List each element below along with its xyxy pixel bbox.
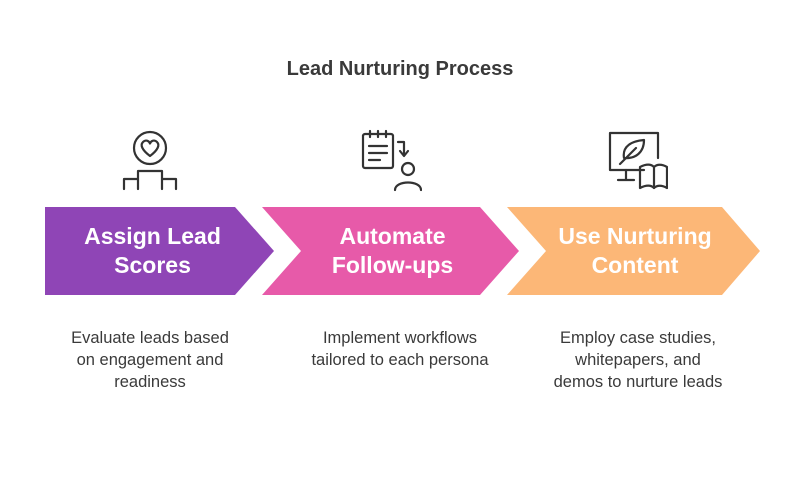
checklist-person-icon (358, 128, 422, 192)
monitor-leaf-book-icon (604, 128, 668, 192)
step-3-label: Use Nurturing Content (558, 223, 712, 278)
heart-podium-icon (118, 128, 182, 192)
step-1-label: Assign Lead Scores (84, 223, 221, 278)
step-3-arrow (507, 207, 760, 295)
step-1-arrow (45, 207, 274, 295)
step-1-description: Evaluate leads based on engagement and r… (71, 329, 229, 391)
step-2-label: Automate Follow-ups (331, 223, 454, 278)
step-3-description: Employ case studies, whitepapers, and de… (553, 329, 723, 391)
step-2-description: Implement workflows tailored to each per… (311, 329, 489, 369)
diagram-title: Lead Nurturing Process (286, 58, 514, 80)
step-2-arrow (262, 207, 519, 295)
process-arrows (45, 207, 760, 295)
